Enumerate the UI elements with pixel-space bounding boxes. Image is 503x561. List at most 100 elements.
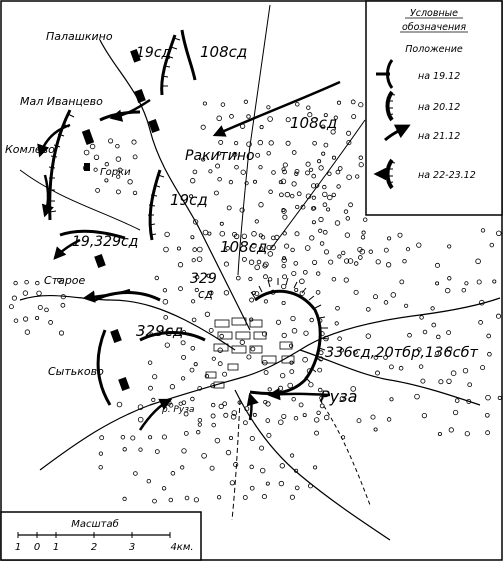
unit-labels: 19сд 108сд 108сд 19сд 19,329сд 108сд 329… [72,43,479,361]
forest-dot [183,431,189,436]
forest-dot [161,486,167,491]
forest-dot [278,480,285,487]
forest-dot [37,305,43,310]
forest-dot [164,342,170,348]
forest-dot [183,411,189,417]
attack-arrows [37,80,341,431]
forest-dot [190,396,195,402]
forest-dot [138,447,143,452]
forest-dot [336,184,341,189]
forest-dot [278,385,284,391]
forest-dot [311,173,317,179]
forest-dot [448,427,454,433]
forest-dot [333,115,338,120]
forest-dot [314,430,319,436]
forest-dot [223,290,230,296]
forest-dot [210,413,216,419]
forest-dot [334,220,341,226]
forest-dot [290,453,295,458]
forest-dot [178,286,183,292]
forest-dot [211,356,216,361]
forest-dot [36,290,42,296]
forest-dot [99,435,105,441]
front-hatch-ticks [48,37,329,383]
svg-text:на 20.12: на 20.12 [418,102,460,113]
road-north [237,4,271,276]
forest-dot [193,362,198,367]
front-sytkovo [96,329,112,406]
forest-dot [302,356,308,363]
forest-dot [489,242,495,248]
forest-dot [162,288,168,293]
forest-dot [340,250,346,256]
forest-dot [284,191,291,198]
forest-dot [282,162,288,168]
forest-dot [216,151,222,156]
forest-dot [335,305,340,311]
forest-dot [383,247,389,253]
forest-dot [271,170,276,175]
forest-dot [259,125,264,130]
forest-dot [485,430,490,436]
forest-dot [312,259,318,265]
forest-dot [353,349,358,355]
forest-dot [202,229,209,236]
forest-dot [375,370,380,376]
scale-tick-3: 3 [129,542,135,553]
forest-dot [388,364,394,370]
forest-dot [306,105,311,110]
forest-dot [147,360,153,365]
forest-dot [164,231,170,238]
forest-dot [216,495,222,500]
forest-dot [23,316,29,322]
forest-dot [476,279,482,285]
forest-dot [317,367,323,373]
forest-dot [191,258,196,263]
forest-dot [304,245,311,251]
forest-dot [461,287,467,293]
forest-dot [486,333,492,339]
arrow-to-mal-ivantsevo [109,98,151,122]
forest-dot [435,281,440,286]
forest-dot [309,317,314,323]
forest-dot [337,166,343,171]
forest-dot [285,117,291,123]
forest-dot [184,495,190,501]
forest-dot [402,259,407,264]
forest-dot [241,256,247,262]
forest-dot [219,333,225,339]
forest-dot [307,112,313,118]
front-staroe [94,291,161,302]
forest-dot [358,102,364,108]
forest-dot [222,371,228,377]
forest-dot [132,154,138,160]
forest-dot [294,485,300,491]
forest-dot [281,413,287,419]
forest-dot [387,236,392,241]
forest-dot [353,261,359,266]
forest-dot [290,247,295,253]
forest-dot [133,471,138,476]
forest-dot [177,262,184,268]
arrow-19329 [53,238,81,260]
forest-dot [291,181,297,187]
forest-dot [302,269,308,275]
forest-dot [226,205,232,211]
scale-box [0,511,202,561]
forest-dot [303,330,309,336]
forest-dot [407,332,412,338]
forest-dot [290,315,296,322]
forest-dot [366,307,371,312]
forest-dot [430,306,435,311]
forest-dot [196,430,201,435]
forest-dot [249,464,254,470]
forest-dot [249,485,255,491]
forest-dot [115,143,120,149]
forest-dot [386,417,392,422]
forest-dot [35,315,40,321]
forest-dot [320,124,326,130]
forest-dot [397,232,403,238]
forest-dot [115,189,121,195]
forest-dot [322,229,328,235]
